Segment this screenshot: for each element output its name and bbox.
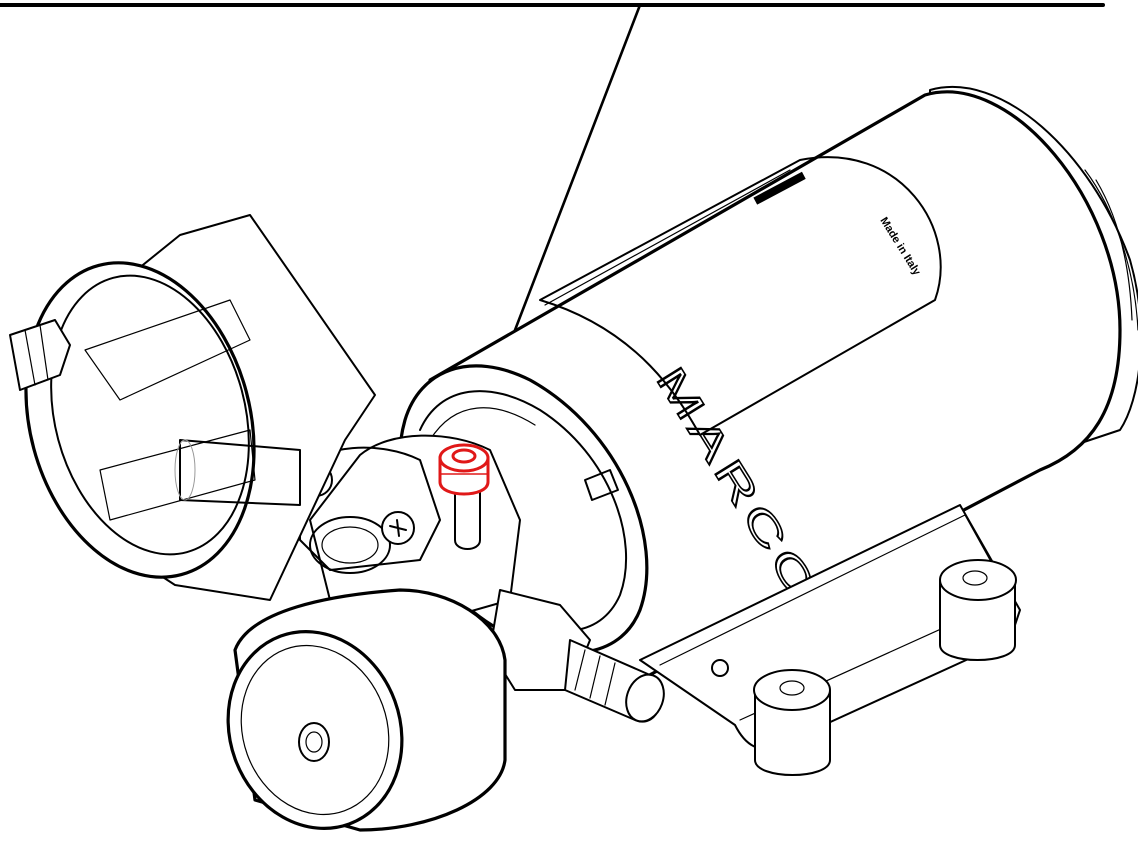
motor-body: MARCO Made in Italy — [397, 85, 1138, 685]
hose-barb-outlet — [489, 589, 665, 723]
priming-cap-icon — [438, 443, 490, 550]
rubber-foot — [753, 669, 831, 776]
mounting-bracket — [639, 504, 1021, 776]
pump-head — [299, 434, 665, 723]
screw-icon — [381, 511, 415, 545]
hose-barb-inlet — [9, 319, 71, 391]
rubber-foot — [939, 559, 1017, 661]
pressure-switch-housing — [9, 214, 376, 601]
inlet-filter — [226, 588, 507, 832]
